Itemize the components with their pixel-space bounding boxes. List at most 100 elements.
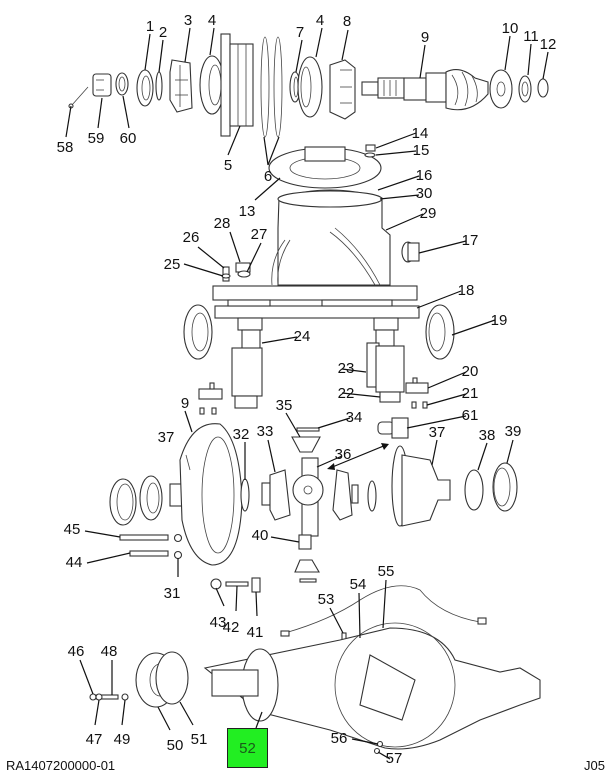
pinion-40[interactable]	[294, 534, 320, 583]
callout-32[interactable]: 32	[233, 426, 250, 443]
case-half-37b[interactable]	[391, 445, 451, 527]
washer-right[interactable]	[367, 480, 377, 512]
bearing-cone-left[interactable]	[139, 475, 163, 521]
callout-58[interactable]: 58	[57, 139, 74, 156]
gasket-13[interactable]	[268, 146, 382, 189]
callout-29[interactable]: 29	[420, 205, 437, 222]
bearing-cup-39[interactable]	[492, 462, 518, 512]
callout-61[interactable]: 61	[462, 407, 479, 424]
callout-36[interactable]: 36	[335, 446, 352, 463]
adjuster-wheel-19b[interactable]	[425, 304, 455, 360]
callout-53[interactable]: 53	[318, 591, 335, 608]
bolt-46-48[interactable]	[89, 693, 119, 701]
callout-60[interactable]: 60	[120, 130, 137, 147]
callout-17[interactable]: 17	[462, 232, 479, 249]
callout-9b[interactable]: 9	[181, 395, 189, 412]
callout-16[interactable]: 16	[416, 167, 433, 184]
drive-pinion-9[interactable]	[361, 69, 489, 111]
side-gear-right[interactable]	[332, 469, 359, 521]
carrier-flange-18[interactable]	[212, 285, 420, 319]
callout-18[interactable]: 18	[458, 282, 475, 299]
callout-4b[interactable]: 4	[316, 12, 324, 29]
callout-33[interactable]: 33	[257, 423, 274, 440]
callout-1[interactable]: 1	[146, 18, 154, 35]
bolt-22[interactable]	[379, 391, 401, 403]
callout-45[interactable]: 45	[64, 521, 81, 538]
bolt-45[interactable]	[119, 534, 169, 541]
callout-4a[interactable]: 4	[208, 12, 216, 29]
bearing-cone-8[interactable]	[329, 59, 356, 120]
axle-housing[interactable]	[203, 622, 541, 750]
callout-11[interactable]: 11	[523, 28, 539, 45]
callout-26[interactable]: 26	[183, 229, 200, 246]
bearing-cone-38[interactable]	[464, 469, 484, 511]
callout-46[interactable]: 46	[68, 643, 85, 660]
highlighted-part-52[interactable]: 52	[227, 728, 268, 768]
callout-5[interactable]: 5	[224, 157, 232, 174]
callout-25[interactable]: 25	[164, 256, 181, 273]
callout-47[interactable]: 47	[86, 731, 103, 748]
callout-49[interactable]: 49	[114, 731, 131, 748]
bearing-cup-4b[interactable]	[297, 56, 323, 118]
callout-23[interactable]: 23	[338, 360, 355, 377]
callout-37a[interactable]: 37	[158, 429, 175, 446]
adjuster-wheel-19a[interactable]	[183, 304, 213, 360]
callout-20[interactable]: 20	[462, 363, 479, 380]
lock-20[interactable]	[405, 377, 429, 394]
bolts-21[interactable]	[411, 401, 428, 409]
ring-gear-9[interactable]	[169, 423, 243, 566]
bolt-14[interactable]	[365, 144, 376, 152]
callout-35[interactable]: 35	[276, 397, 293, 414]
washer-60[interactable]	[115, 72, 129, 96]
callout-14[interactable]: 14	[412, 125, 429, 142]
callout-43[interactable]: 43	[210, 614, 227, 631]
callout-50[interactable]: 50	[167, 737, 184, 754]
carrier-housing-29[interactable]	[271, 189, 391, 286]
callout-48[interactable]: 48	[101, 643, 118, 660]
callout-41[interactable]: 41	[247, 624, 264, 641]
spider-36[interactable]	[292, 457, 324, 537]
callout-51[interactable]: 51	[191, 731, 208, 748]
housing-flange-52[interactable]	[211, 648, 279, 722]
callout-37b[interactable]: 37	[429, 424, 446, 441]
bearing-cup-left[interactable]	[109, 478, 137, 526]
callout-7[interactable]: 7	[296, 24, 304, 41]
callout-54[interactable]: 54	[350, 576, 367, 593]
lock-device-61[interactable]	[377, 417, 409, 439]
ring-2[interactable]	[155, 71, 163, 101]
callout-8[interactable]: 8	[343, 13, 351, 30]
castle-nut-59[interactable]	[92, 73, 112, 97]
callout-40[interactable]: 40	[252, 527, 269, 544]
bushing-41[interactable]	[251, 577, 261, 593]
callout-12[interactable]: 12	[540, 36, 557, 53]
nut-43[interactable]	[210, 578, 222, 590]
cotter-pin-58[interactable]	[68, 86, 89, 109]
callout-28[interactable]: 28	[214, 215, 231, 232]
callout-42[interactable]: 42	[223, 619, 240, 636]
pinion-gear-35[interactable]	[291, 436, 321, 453]
callout-3[interactable]: 3	[184, 12, 192, 29]
callout-24[interactable]: 24	[294, 328, 311, 345]
callout-15[interactable]: 15	[413, 142, 430, 159]
callout-57[interactable]: 57	[386, 750, 403, 767]
callout-30[interactable]: 30	[416, 185, 433, 202]
washer-27[interactable]	[237, 270, 251, 278]
shims-6[interactable]	[260, 36, 283, 138]
washer-11[interactable]	[518, 75, 532, 103]
callout-55[interactable]: 55	[378, 563, 395, 580]
callout-13[interactable]: 13	[239, 203, 256, 220]
bolt-44[interactable]	[129, 550, 169, 557]
plug-56[interactable]	[376, 740, 384, 748]
washer-47[interactable]	[95, 693, 103, 701]
callout-6[interactable]: 6	[264, 168, 272, 185]
snap-ring-12[interactable]	[537, 78, 549, 98]
bearing-cup-4a[interactable]	[199, 55, 225, 115]
callout-21[interactable]: 21	[462, 385, 479, 402]
callout-39[interactable]: 39	[505, 423, 522, 440]
washer-25[interactable]	[221, 273, 231, 279]
thrust-washer-34[interactable]	[296, 427, 320, 432]
stud-42[interactable]	[225, 581, 249, 587]
washer-15[interactable]	[364, 152, 376, 158]
callout-34[interactable]: 34	[346, 409, 363, 426]
callout-38[interactable]: 38	[479, 427, 496, 444]
